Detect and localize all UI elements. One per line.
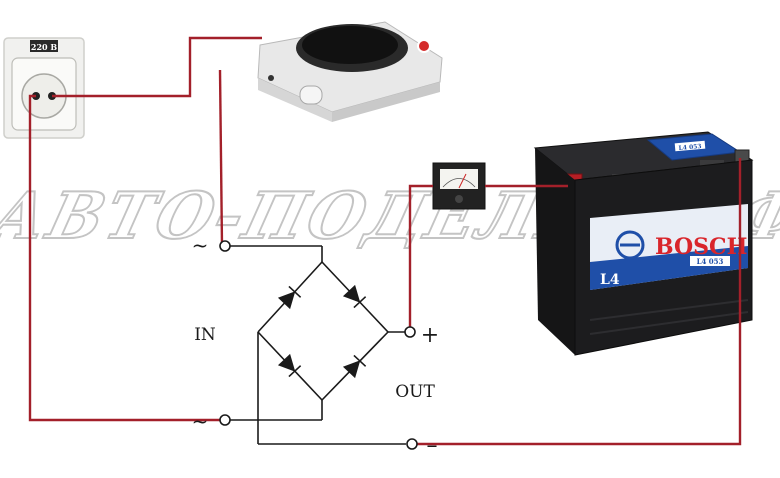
car-battery: BOSCH L4 L4 053 L4 053 (533, 131, 754, 356)
wire-outlet-to-hotplate (52, 36, 262, 98)
diode-bridge (228, 245, 406, 445)
label-minus: – (427, 433, 438, 458)
supply-wires (28, 36, 742, 446)
terminal-ac-top (219, 240, 231, 252)
diode-bottom-left (277, 353, 302, 378)
hot-plate (257, 21, 443, 122)
diode-top-left (277, 285, 302, 310)
label-ac-top: ~ (192, 233, 209, 257)
diode-bottom-right (342, 354, 367, 379)
terminal-minus (406, 438, 418, 450)
diode-top-right (342, 284, 367, 309)
wire-hotplate-to-bridge (218, 69, 224, 247)
battery-top-sticker (674, 140, 706, 152)
battery-code-tag (690, 256, 730, 266)
label-output: OUT (395, 382, 435, 402)
wire-outlet-to-bridge (28, 94, 222, 422)
label-input: IN (194, 325, 216, 345)
terminal-plus (404, 326, 416, 338)
diodes (277, 284, 367, 379)
power-outlet: 220 В (3, 37, 85, 139)
wire-plus-to-ammeter (408, 184, 433, 332)
battery-model: L4 (600, 272, 620, 288)
battery-top-sticker-text: L4 053 (678, 143, 702, 152)
battery-label-code: L4 053 (697, 257, 724, 266)
label-ac-bottom: ~ (192, 409, 209, 433)
label-plus: + (421, 323, 439, 348)
outlet-voltage-label: 220 В (31, 42, 57, 52)
bridge-terminals (219, 240, 418, 450)
terminal-ac-bottom (219, 414, 231, 426)
voltage-badge (30, 40, 58, 52)
battery-brand: BOSCH (655, 234, 747, 260)
wire-minus-to-battery (412, 158, 742, 446)
ammeter (432, 162, 486, 210)
